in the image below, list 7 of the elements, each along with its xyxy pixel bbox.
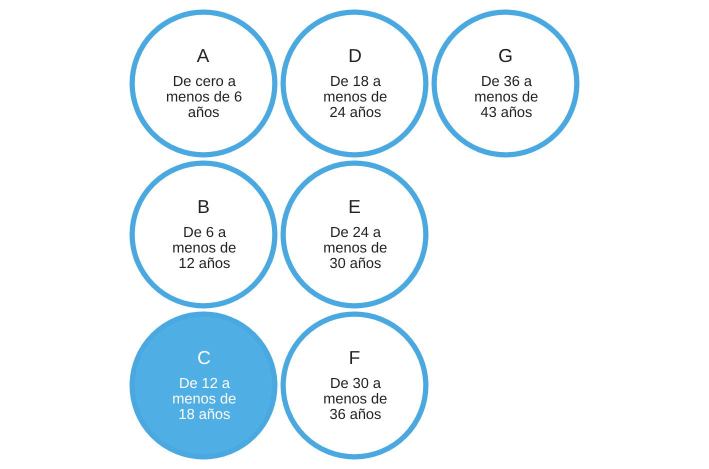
node-circle: C De 12 a menos de 18 años <box>130 312 278 460</box>
node-circle: D De 18 a menos de 24 años <box>280 10 428 158</box>
node-circle: G De 36 a menos de 43 años <box>432 10 580 158</box>
node-circle: E De 24 a menos de 30 años <box>280 160 428 308</box>
node-circle: B De 6 a menos de 12 años <box>130 160 278 308</box>
node-circle: A De cero a menos de 6 años <box>130 10 278 158</box>
node-circle: F De 30 a menos de 36 años <box>280 312 428 460</box>
